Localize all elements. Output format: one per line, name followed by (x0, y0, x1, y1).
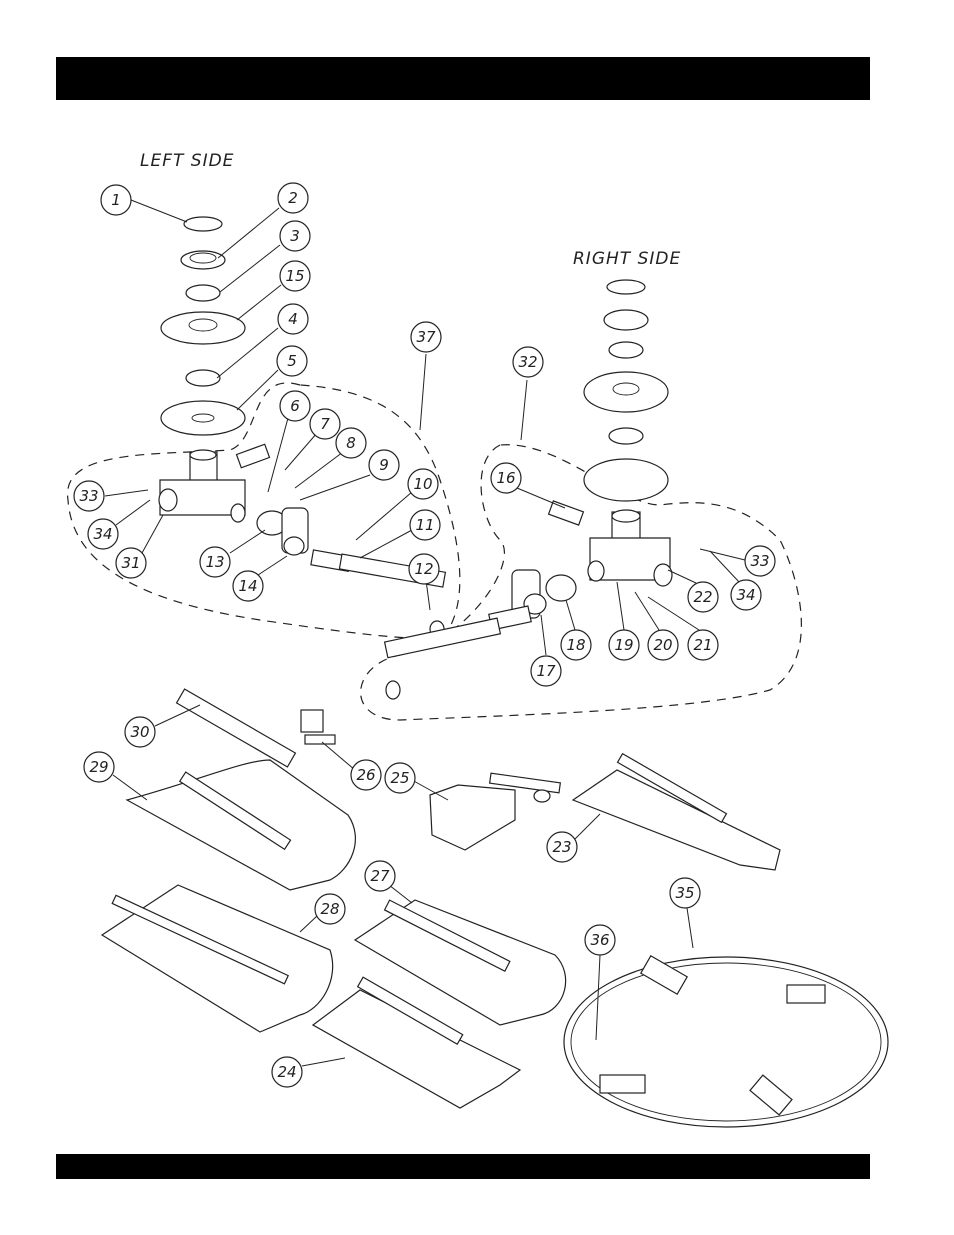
callout-1: 1 (101, 185, 131, 215)
svg-text:32: 32 (518, 353, 537, 371)
svg-text:21: 21 (693, 636, 712, 654)
svg-text:9: 9 (379, 456, 389, 474)
callout-35: 35 (670, 878, 700, 908)
callout-18: 18 (561, 630, 591, 660)
svg-text:8: 8 (346, 434, 356, 452)
svg-text:24: 24 (277, 1063, 296, 1081)
callout-31: 31 (116, 548, 146, 578)
callout-13: 13 (200, 547, 230, 577)
svg-text:35: 35 (675, 884, 694, 902)
callout-5: 5 (277, 346, 307, 376)
callout-2: 2 (278, 183, 308, 213)
callout-21: 21 (688, 630, 718, 660)
svg-text:27: 27 (370, 867, 390, 885)
callout-17: 17 (531, 656, 561, 686)
svg-text:37: 37 (416, 328, 436, 346)
callout-24: 24 (272, 1057, 302, 1087)
svg-text:34: 34 (736, 586, 755, 604)
svg-text:23: 23 (552, 838, 571, 856)
svg-text:2: 2 (288, 189, 298, 207)
svg-text:4: 4 (288, 310, 298, 328)
svg-text:15: 15 (285, 267, 304, 285)
svg-text:14: 14 (238, 577, 257, 595)
svg-text:20: 20 (653, 636, 672, 654)
svg-text:1: 1 (111, 191, 121, 209)
left-side-label: LEFT SIDE (140, 151, 234, 171)
left-spider-assembly-outline (68, 383, 460, 638)
callout-4: 4 (278, 304, 308, 334)
callout-23: 23 (547, 832, 577, 862)
svg-text:10: 10 (413, 475, 432, 493)
callout-11: 11 (410, 510, 440, 540)
callout-7: 7 (310, 409, 340, 439)
callout-19: 19 (609, 630, 639, 660)
callout-15: 15 (280, 261, 310, 291)
callout-3: 3 (280, 221, 310, 251)
callout-6: 6 (280, 391, 310, 421)
callout-26: 26 (351, 760, 381, 790)
callout-34-left: 34 (88, 519, 118, 549)
callout-28: 28 (315, 894, 345, 924)
trowel-blades-and-pan (102, 689, 888, 1127)
callout-16: 16 (491, 463, 521, 493)
callout-32: 32 (513, 347, 543, 377)
svg-text:18: 18 (566, 636, 585, 654)
svg-text:31: 31 (121, 554, 140, 572)
svg-text:25: 25 (390, 769, 409, 787)
right-side-label: RIGHT SIDE (573, 249, 681, 269)
callout-22: 22 (688, 582, 718, 612)
svg-text:17: 17 (536, 662, 556, 680)
svg-text:33: 33 (79, 487, 98, 505)
callout-10: 10 (408, 469, 438, 499)
callout-20: 20 (648, 630, 678, 660)
svg-text:34: 34 (93, 525, 112, 543)
svg-text:16: 16 (496, 469, 515, 487)
svg-text:22: 22 (693, 588, 712, 606)
svg-text:36: 36 (590, 931, 609, 949)
callout-33-left: 33 (74, 481, 104, 511)
svg-text:12: 12 (414, 560, 433, 578)
svg-text:28: 28 (320, 900, 339, 918)
svg-text:19: 19 (614, 636, 633, 654)
svg-text:29: 29 (89, 758, 108, 776)
callout-27: 27 (365, 861, 395, 891)
svg-text:30: 30 (130, 723, 149, 741)
svg-text:6: 6 (290, 397, 300, 415)
callout-9: 9 (369, 450, 399, 480)
callout-34-right: 34 (731, 580, 761, 610)
callout-25: 25 (385, 763, 415, 793)
callout-29: 29 (84, 752, 114, 782)
callout-14: 14 (233, 571, 263, 601)
svg-text:26: 26 (356, 766, 375, 784)
svg-text:5: 5 (287, 352, 297, 370)
svg-text:33: 33 (750, 552, 769, 570)
callout-36: 36 (585, 925, 615, 955)
callout-30: 30 (125, 717, 155, 747)
callout-12: 12 (409, 554, 439, 584)
callout-8: 8 (336, 428, 366, 458)
svg-text:3: 3 (290, 227, 300, 245)
callout-37: 37 (411, 322, 441, 352)
svg-text:7: 7 (320, 415, 330, 433)
svg-text:11: 11 (415, 516, 434, 534)
svg-text:13: 13 (205, 553, 224, 571)
callout-33-right: 33 (745, 546, 775, 576)
